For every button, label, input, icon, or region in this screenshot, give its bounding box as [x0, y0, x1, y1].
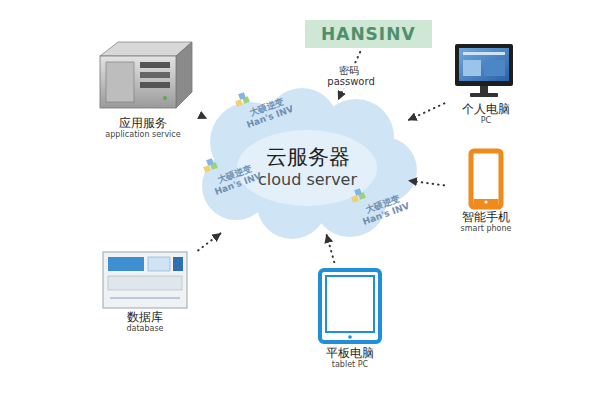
cabinet-strip — [110, 298, 180, 299]
monitor-screen — [459, 48, 509, 81]
server-led — [163, 96, 167, 100]
server-bay — [106, 62, 134, 102]
monitor-base — [470, 93, 498, 97]
logo-squares — [203, 92, 366, 203]
logo-square — [354, 188, 362, 196]
tablet-screen — [326, 276, 374, 332]
dotted-connector — [198, 233, 220, 250]
monitor-stand — [480, 86, 488, 93]
screen-bar — [463, 52, 505, 55]
node-subtitle: PC — [448, 116, 524, 126]
pc-icon — [455, 44, 513, 97]
database-icon — [103, 252, 187, 308]
node-subtitle: application service — [88, 130, 198, 140]
cloud-highlight — [237, 130, 377, 206]
cabinet-body — [103, 252, 187, 308]
dotted-connector — [327, 235, 335, 262]
node-title: 应用服务 — [88, 116, 198, 130]
phone-node: 智能手机smart phone — [448, 148, 524, 234]
tablet-node: 平板电脑tablet PC — [298, 266, 402, 370]
server-slot — [140, 62, 170, 68]
tablet-body — [320, 270, 380, 342]
cabinet-panel — [108, 257, 144, 271]
server-slot — [140, 82, 170, 88]
phone-icon — [471, 151, 501, 207]
pc-node: 个人电脑PC — [448, 42, 524, 126]
database-node: 数据库database — [95, 248, 195, 334]
server-node: 应用服务application service — [88, 36, 198, 140]
server-slot — [140, 72, 170, 78]
node-title: 平板电脑 — [298, 346, 402, 360]
node-subtitle: cloud server — [258, 170, 357, 189]
node-subtitle: smart phone — [448, 224, 524, 234]
cabinet-window — [108, 276, 182, 290]
server-front — [100, 56, 176, 108]
tablet-icon — [320, 270, 380, 342]
node-title: 智能手机 — [448, 210, 524, 224]
monitor-frame — [455, 44, 513, 86]
node-title: 云服务器 — [266, 145, 350, 170]
dotted-connector — [409, 103, 445, 120]
password-box: HANSINV — [305, 20, 432, 48]
logo-square — [206, 158, 214, 166]
server-side — [176, 42, 192, 108]
phone-button — [484, 200, 487, 203]
node-title: 个人电脑 — [448, 102, 524, 116]
logo-square — [203, 165, 211, 173]
edge-label: 密码 password — [325, 63, 373, 88]
tablet-button — [348, 335, 352, 339]
node-subtitle: tablet PC — [298, 360, 402, 370]
screen-panel — [484, 60, 505, 76]
dotted-connector — [202, 116, 207, 118]
screen-panel — [463, 60, 481, 76]
node-subtitle: database — [95, 324, 195, 334]
cloud-shape — [202, 88, 417, 239]
phone-body — [471, 151, 501, 207]
node-title: 数据库 — [95, 310, 195, 324]
cabinet-logo — [173, 257, 183, 271]
node-title: HANSINV — [321, 24, 416, 44]
logo-square — [351, 195, 359, 203]
logo-square — [235, 99, 243, 107]
phone-chin — [474, 199, 499, 205]
server-icon — [100, 42, 192, 108]
dotted-connector — [409, 181, 444, 186]
cabinet-panel — [148, 257, 170, 271]
logo-square — [238, 92, 246, 100]
